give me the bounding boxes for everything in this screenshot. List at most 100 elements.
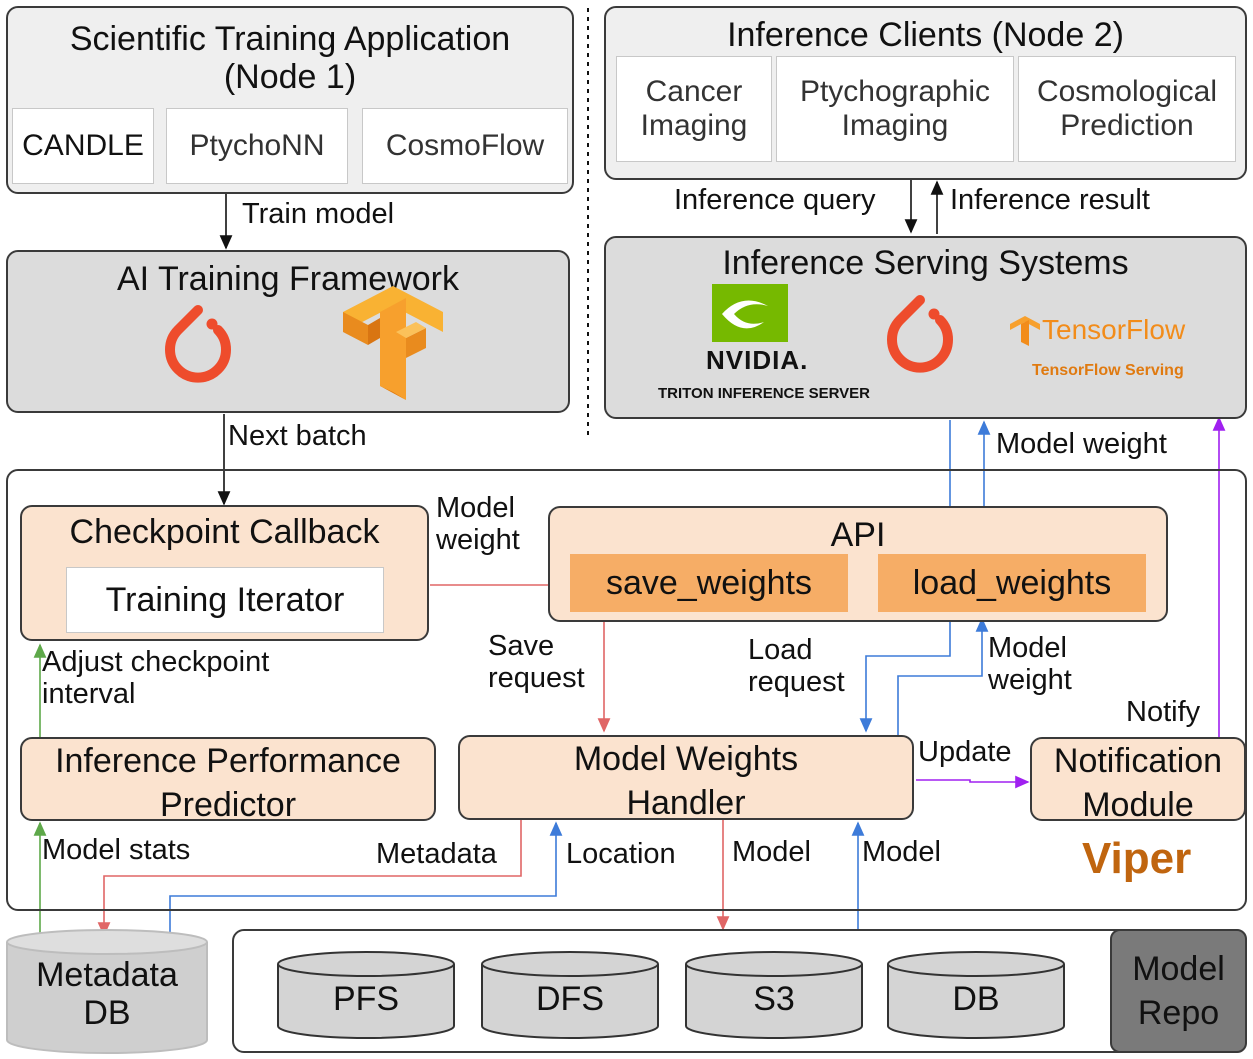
save-request-line1: Save <box>488 630 555 662</box>
next-batch-label: Next batch <box>228 420 367 452</box>
viper-container <box>6 469 1247 911</box>
notify-label: Notify <box>1126 696 1201 728</box>
location-label: Location <box>566 838 676 870</box>
tensorflow-logo-icon <box>343 286 443 400</box>
serving-pytorch-logo-icon <box>887 295 953 373</box>
metadata-db-label: Metadata DB <box>4 956 210 1032</box>
model-repo-label: Model Repo <box>1112 947 1245 1035</box>
model-weight-h-line2: weight <box>988 664 1072 697</box>
performance-predictor-box: Inference Performance Predictor <box>20 737 436 824</box>
app-ptychonn: PtychoNN <box>166 108 348 184</box>
db-cylinder <box>887 951 1065 1039</box>
app-cosmoflow-label: CosmoFlow <box>385 129 545 162</box>
save-weights-endpoint[interactable]: save_weights <box>570 554 848 612</box>
load-request-arrow <box>859 616 951 733</box>
model-weight-h-line1: Model <box>988 632 1067 664</box>
training-framework-title: AI Training Framework <box>117 260 459 298</box>
s3-label: S3 <box>753 980 795 1018</box>
tf-serving-label: TensorFlow Serving <box>1032 362 1184 379</box>
model-repo-line2: Repo <box>1137 994 1220 1033</box>
notification-module-title: Notification Module <box>1032 739 1244 827</box>
model-repo-box: Model Repo <box>1110 929 1247 1053</box>
training-framework-box: AI Training Framework <box>6 250 570 413</box>
viper-label: Viper <box>1082 834 1192 883</box>
app-ptychonn-label: PtychoNN <box>189 129 325 162</box>
client-cancer-line1: Cancer <box>645 75 743 108</box>
predictor-line1: Inference Performance <box>55 742 401 780</box>
inference-query-label: Inference query <box>674 184 876 216</box>
training-application-title-line2: (Node 1) <box>223 58 357 97</box>
load-weights-label: load_weights <box>912 563 1112 602</box>
pytorch-logo-icon <box>165 305 231 383</box>
adjust-interval-label: Adjust checkpoint interval <box>42 646 269 711</box>
training-iterator-box: Training Iterator <box>66 567 384 633</box>
serving-systems-title: Inference Serving Systems <box>722 244 1129 282</box>
load-request-label: Load request <box>748 634 845 699</box>
api-box: API save_weights load_weights <box>548 506 1168 622</box>
load-request-line1: Load <box>748 634 813 666</box>
handler-line2: Handler <box>626 784 746 823</box>
triton-label: TRITON INFERENCE SERVER <box>658 385 870 402</box>
checkpoint-callback-box: Checkpoint Callback Training Iterator <box>20 505 429 641</box>
train-model-label: Train model <box>242 198 395 230</box>
client-ptycho-line1: Ptychographic <box>799 75 991 108</box>
checkpoint-callback-title: Checkpoint Callback <box>69 513 380 551</box>
s3-cylinder <box>685 951 863 1039</box>
model-weight-top-label: Model weight <box>996 428 1167 460</box>
metadata-db-line1: Metadata <box>36 956 178 994</box>
nvidia-logo-icon <box>712 284 788 342</box>
inference-clients-title: Inference Clients (Node 2) <box>727 16 1124 54</box>
metadata-label: Metadata <box>376 838 497 870</box>
db-label: DB <box>952 980 1000 1018</box>
training-application-box: Scientific Training Application (Node 1)… <box>6 6 574 194</box>
adjust-interval-line1: Adjust checkpoint <box>42 646 270 678</box>
pfs-cylinder <box>277 951 455 1039</box>
training-iterator-label: Training Iterator <box>105 580 345 619</box>
client-ptycho-line2: Imaging <box>841 109 949 142</box>
handler-line1: Model Weights <box>573 740 799 778</box>
model-weights-handler-box: Model Weights Handler <box>458 735 914 822</box>
performance-predictor-title: Inference Performance Predictor <box>22 739 434 827</box>
notification-line1: Notification <box>1053 742 1223 780</box>
model-weight-cb-line1: Model <box>436 492 515 524</box>
pfs-label: PFS <box>332 980 400 1018</box>
predictor-line2: Predictor <box>159 786 297 825</box>
notification-line2: Module <box>1082 786 1194 825</box>
training-application-title: Scientific Training Application (Node 1) <box>8 20 572 96</box>
model-fetch-label: Model <box>862 836 941 868</box>
model-weight-cb-label: Model weight <box>436 492 520 557</box>
metadata-arrow <box>97 820 522 937</box>
inference-result-label: Inference result <box>950 184 1150 216</box>
metadata-db-cylinder <box>6 929 208 1054</box>
save-request-label: Save request <box>488 630 585 695</box>
model-store-label: Model <box>732 836 811 868</box>
model-stats-label: Model stats <box>42 834 191 866</box>
app-cosmoflow: CosmoFlow <box>362 108 568 184</box>
save-weights-label: save_weights <box>605 563 812 602</box>
load-request-line2: request <box>748 666 845 699</box>
model-repo-line1: Model <box>1132 950 1225 988</box>
adjust-interval-line2: interval <box>42 678 136 711</box>
location-arrow <box>169 821 563 935</box>
training-application-title-line1: Scientific Training Application <box>69 20 511 58</box>
client-cancer-line2: Imaging <box>640 109 748 142</box>
client-cosmo-line2: Prediction <box>1060 109 1194 142</box>
api-title: API <box>830 516 886 554</box>
app-candle: CANDLE <box>12 108 154 184</box>
dfs-cylinder <box>481 951 659 1039</box>
save-request-line2: request <box>488 662 585 695</box>
nvidia-wordmark: NVIDIA. <box>706 345 809 375</box>
model-weight-cb-line2: weight <box>436 524 520 557</box>
update-arrow <box>916 775 1030 789</box>
load-weights-endpoint[interactable]: load_weights <box>878 554 1146 612</box>
client-cosmo-line1: Cosmological <box>1036 75 1218 108</box>
tf-wordmark: TensorFlow <box>1042 314 1186 345</box>
tf-serving-logo-icon <box>1010 316 1040 346</box>
app-candle-label: CANDLE <box>22 129 144 162</box>
model-weights-handler-title: Model Weights Handler <box>460 737 912 825</box>
notification-module-box: Notification Module <box>1030 737 1246 824</box>
